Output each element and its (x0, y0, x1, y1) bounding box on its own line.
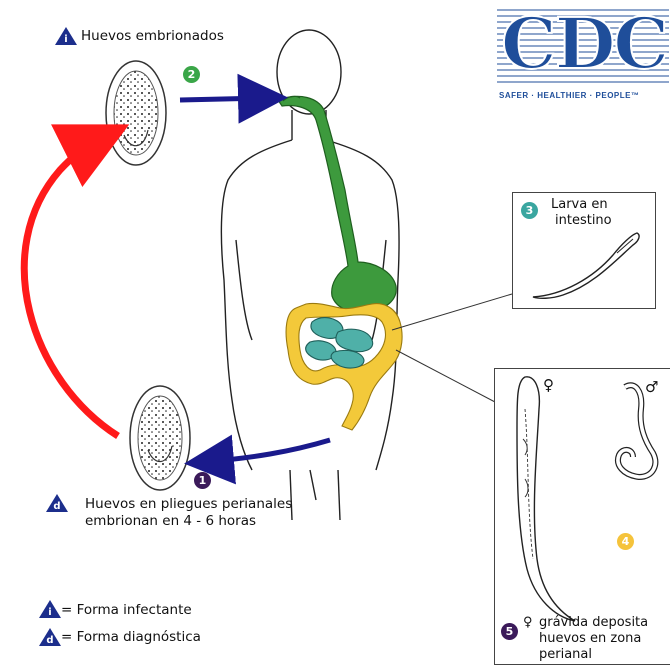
diagnostic-marker-letter: d (53, 501, 60, 512)
panel-adult-worms: ♀ ♂ 4 5 ♀ grávida deposita huevos en zon… (494, 368, 670, 665)
egg-illustration-embryonated (106, 61, 166, 165)
small-intestine (306, 318, 373, 368)
legend-diagnostic-label: = Forma diagnóstica (61, 629, 201, 645)
egg-illustration-perianal (130, 386, 190, 490)
legend-infective-label: = Forma infectante (61, 602, 192, 618)
larva-illustration (523, 223, 643, 303)
infective-marker-letter: i (64, 34, 67, 45)
esophagus-stomach (278, 96, 396, 312)
diagnostic-marker-icon: d (46, 494, 68, 512)
arrow-ingestion (180, 98, 268, 100)
infective-marker-icon: i (55, 27, 77, 45)
label-gravid-line1: grávida deposita (539, 615, 648, 631)
step-4-badge: 4 (617, 533, 634, 550)
legend-infective-letter: i (48, 607, 51, 618)
cdc-logo: CDC SAFER · HEALTHIER · PEOPLE™ (497, 4, 669, 104)
pinworm-illustration (495, 369, 670, 629)
leader-line-adults (396, 350, 495, 402)
step-2-badge: 2 (183, 66, 200, 83)
label-larva-line1: Larva en (551, 197, 608, 213)
arrow-embryonation-cycle (24, 140, 118, 436)
step-5-badge: 5 (501, 623, 518, 640)
male-symbol: ♂ (645, 379, 658, 395)
cdc-tagline: SAFER · HEALTHIER · PEOPLE™ (499, 91, 639, 100)
label-gravid-line3: perianal (539, 647, 592, 663)
legend-diagnostic-letter: d (46, 635, 53, 646)
arrow-deposition (204, 440, 330, 462)
cdc-logo-text: CDC (501, 2, 667, 86)
label-perianal-line1: Huevos en pliegues perianales (85, 496, 292, 512)
legend-infective-icon: i (39, 600, 61, 618)
female-symbol: ♀ (543, 377, 554, 393)
female-symbol-caption: ♀ (523, 615, 533, 631)
label-embryonated-eggs: Huevos embrionados (81, 28, 224, 44)
label-gravid-line2: huevos en zona (539, 631, 641, 647)
step-1-badge: 1 (194, 472, 211, 489)
label-perianal-line2: embrionan en 4 - 6 horas (85, 513, 256, 529)
legend-diagnostic-icon: d (39, 628, 61, 646)
leader-line-larva (392, 294, 512, 330)
step-3-badge: 3 (521, 202, 538, 219)
panel-larva: 3 Larva en intestino (512, 192, 656, 309)
